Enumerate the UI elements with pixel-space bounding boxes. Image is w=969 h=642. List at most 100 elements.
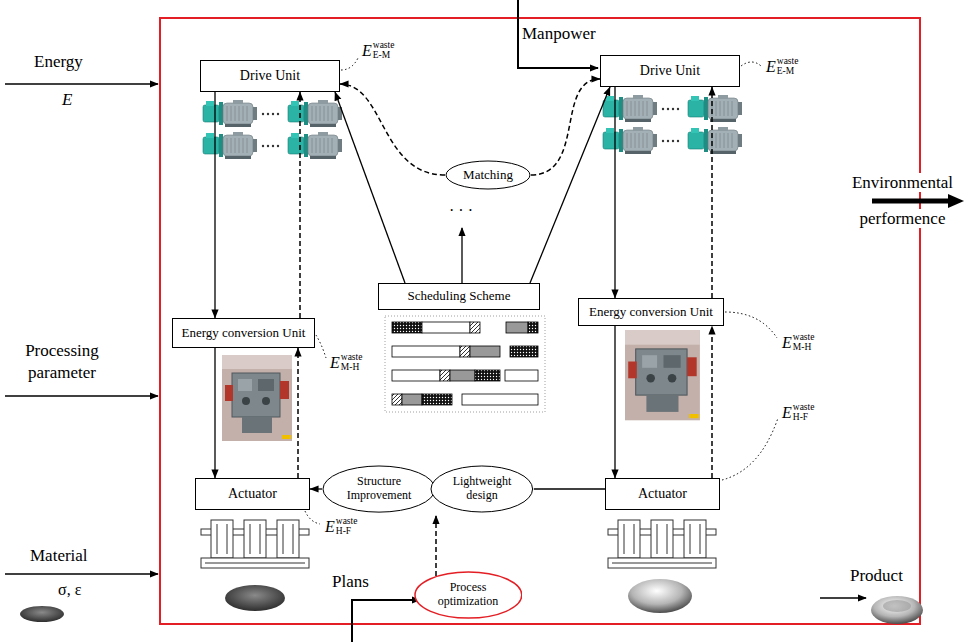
optimization-ellipse: Process optimization	[414, 571, 523, 619]
waste-index-stack: wasteH-F	[336, 516, 358, 537]
symbol-label-box: σ, ε	[58, 580, 81, 599]
ellipse-shape	[415, 572, 522, 618]
waste-index-stack: wasteM-H	[341, 352, 363, 373]
input-label: Material	[30, 546, 88, 565]
measure-ellipse: Lightweight design	[430, 465, 534, 513]
gantt-chart	[385, 316, 545, 412]
ellipsis-mark-box: · · ·	[449, 201, 473, 220]
input-label-box: Processing parameter	[16, 340, 108, 384]
waste-index-stack: wasteE-M	[777, 56, 799, 77]
flow-arrow	[614, 326, 615, 478]
waste-index-stack: wasteH-F	[793, 402, 815, 423]
waste-index-stack: wasteE-M	[373, 40, 395, 61]
waste-index-stack: wasteM-H	[793, 332, 815, 353]
input-label: Manpower	[522, 24, 596, 43]
motor-group	[603, 95, 742, 154]
symbol-label-box: E	[62, 90, 72, 110]
superscript: waste	[777, 56, 799, 66]
flow-arrow	[5, 0, 950, 642]
subscript: E-M	[777, 66, 799, 76]
flow-arrow	[335, 92, 405, 283]
input-label-box: Manpower	[522, 24, 596, 44]
actuator-box: Actuator	[195, 478, 310, 510]
node-text: Actuator	[638, 486, 687, 502]
feedback-arrow	[531, 79, 600, 175]
feedback-arrow	[711, 87, 713, 298]
feedback-arrow	[299, 92, 301, 318]
energy-waste-label: EwasteE-M	[766, 56, 798, 77]
feedback-arrow	[340, 84, 445, 175]
energy-waste-label: EwasteE-M	[362, 40, 394, 61]
node-text: Matching	[463, 168, 513, 183]
superscript: waste	[373, 40, 395, 50]
leader-line	[305, 58, 778, 524]
feedback-arrow	[711, 326, 713, 478]
energy-waste-label: EwasteM-H	[782, 332, 814, 353]
subscript: E-M	[373, 50, 395, 60]
ellipse-shape	[431, 466, 533, 512]
symbol-label: E	[62, 90, 72, 109]
node-text: Drive Unit	[240, 68, 300, 84]
ellipsis-mark: · · ·	[449, 202, 473, 219]
energy-waste-label: EwasteH-F	[782, 402, 814, 423]
hydraulic-photo	[222, 355, 292, 441]
input-label-box: Material	[30, 546, 88, 566]
node-text: Process optimization	[430, 581, 506, 609]
node-text: Actuator	[228, 486, 277, 502]
node-text: Lightweight design	[446, 475, 518, 503]
flow-arrow	[214, 348, 215, 478]
subscript: H-F	[793, 412, 815, 422]
flow-arrow	[530, 87, 610, 283]
input-label: Plans	[332, 572, 369, 591]
press-drawing	[608, 520, 716, 568]
waste-symbol: E	[766, 57, 776, 76]
superscript: waste	[793, 402, 815, 412]
conversion-unit-box: Energy conversion Unit	[172, 318, 315, 348]
flow-arrow	[214, 92, 215, 318]
scheduling-box: Scheduling Scheme	[378, 283, 540, 310]
input-label-box: Plans	[332, 572, 369, 592]
ellipse-shape	[323, 466, 435, 512]
system-boundary	[160, 18, 920, 624]
flow-arrow	[310, 488, 322, 489]
feedback-arrow	[297, 348, 299, 478]
ellipse-shape	[446, 161, 530, 189]
input-label-box: Energy	[34, 52, 83, 72]
energy-waste-label: EwasteM-H	[330, 352, 362, 373]
waste-symbol: E	[782, 403, 792, 422]
node-text: Drive Unit	[640, 63, 700, 79]
output-label: Product	[850, 566, 903, 585]
drive-unit-box: Drive Unit	[600, 55, 740, 87]
hydraulic-photo	[625, 330, 700, 420]
waste-symbol: E	[782, 333, 792, 352]
node-text: Scheduling Scheme	[408, 289, 511, 304]
press-drawing	[201, 520, 309, 568]
drive-unit-box: Drive Unit	[200, 60, 340, 92]
input-label: Processing parameter	[25, 341, 99, 382]
flow-arrow	[614, 87, 615, 298]
output-label: Environmental performence	[852, 173, 953, 228]
superscript: waste	[341, 352, 363, 362]
motor-group	[203, 100, 342, 159]
subscript: M-H	[793, 342, 815, 352]
output-label-box: Environmental performence	[840, 165, 965, 237]
arrow-head	[948, 194, 964, 208]
node-text: Energy conversion Unit	[589, 305, 713, 320]
symbol-label: σ, ε	[58, 581, 81, 598]
measure-ellipse: Structure Improvement	[322, 465, 436, 513]
input-label: Energy	[34, 52, 83, 71]
waste-symbol: E	[362, 41, 372, 60]
waste-symbol: E	[330, 353, 340, 372]
superscript: waste	[336, 516, 358, 526]
energy-waste-label: EwasteH-F	[325, 516, 357, 537]
node-text: Energy conversion Unit	[182, 326, 306, 341]
flow-arrow	[534, 488, 605, 489]
subscript: M-H	[341, 362, 363, 372]
conversion-unit-box: Energy conversion Unit	[578, 298, 724, 326]
superscript: waste	[793, 332, 815, 342]
output-label-box: Product	[850, 566, 903, 586]
matching-ellipse: Matching	[445, 160, 531, 190]
